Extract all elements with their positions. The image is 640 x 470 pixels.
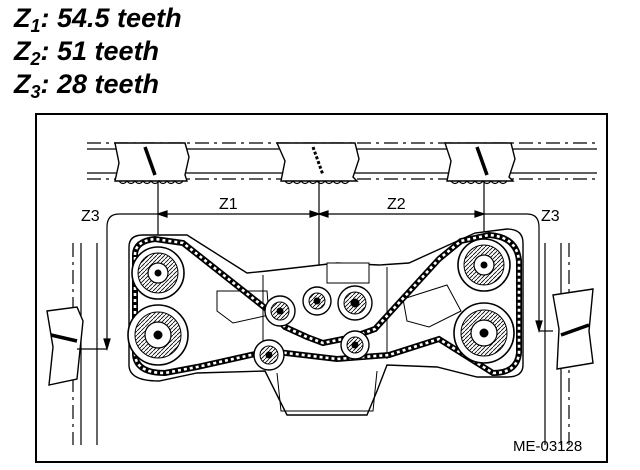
cam-sprocket-right-upper (457, 238, 511, 292)
spec-z1-value: : 54.5 teeth (40, 3, 182, 33)
spec-z1-index: 1 (30, 16, 41, 36)
left-belt-piece (46, 243, 107, 445)
spec-z3-index: 3 (30, 82, 41, 102)
crank-sprocket (253, 339, 285, 371)
spec-z1: Z1: 54.5 teeth (14, 3, 182, 41)
tensioner-pulley (337, 285, 373, 321)
cam-sprocket-left-upper (131, 246, 185, 300)
idler-pulley-left (264, 295, 296, 327)
cam-sprocket-left-lower (127, 304, 189, 366)
dim-label-z3-left: Z3 (81, 208, 100, 225)
spec-z3-symbol: Z (14, 69, 31, 99)
dim-label-z3-right: Z3 (541, 208, 560, 225)
timing-belt-diagram: Z1 Z2 Z3 Z3 (46, 142, 597, 455)
cam-sprocket-right-lower (453, 302, 515, 364)
belt-mark-center (275, 142, 360, 185)
spec-z3-value: : 28 teeth (40, 69, 160, 99)
reference-code: ME-03128 (513, 438, 582, 455)
spec-z2-symbol: Z (14, 36, 31, 66)
spec-z3: Z3: 28 teeth (14, 69, 159, 107)
idler-pulley-right (340, 330, 370, 360)
belt-mark-left (114, 142, 190, 185)
spec-z2-index: 2 (30, 49, 41, 69)
dim-label-z2: Z2 (387, 196, 406, 213)
dim-label-z1: Z1 (219, 196, 238, 213)
belt-mark-right (444, 142, 516, 185)
spec-z1-symbol: Z (14, 3, 31, 33)
spec-z2: Z2: 51 teeth (14, 36, 159, 74)
dimension-lines (103, 210, 543, 352)
idler-pulley-center (302, 286, 332, 316)
timing-belt (132, 231, 522, 377)
spec-z2-value: : 51 teeth (40, 36, 160, 66)
diagram-frame: Z1 Z2 Z3 Z3 (35, 113, 608, 463)
right-belt-piece (539, 243, 594, 445)
